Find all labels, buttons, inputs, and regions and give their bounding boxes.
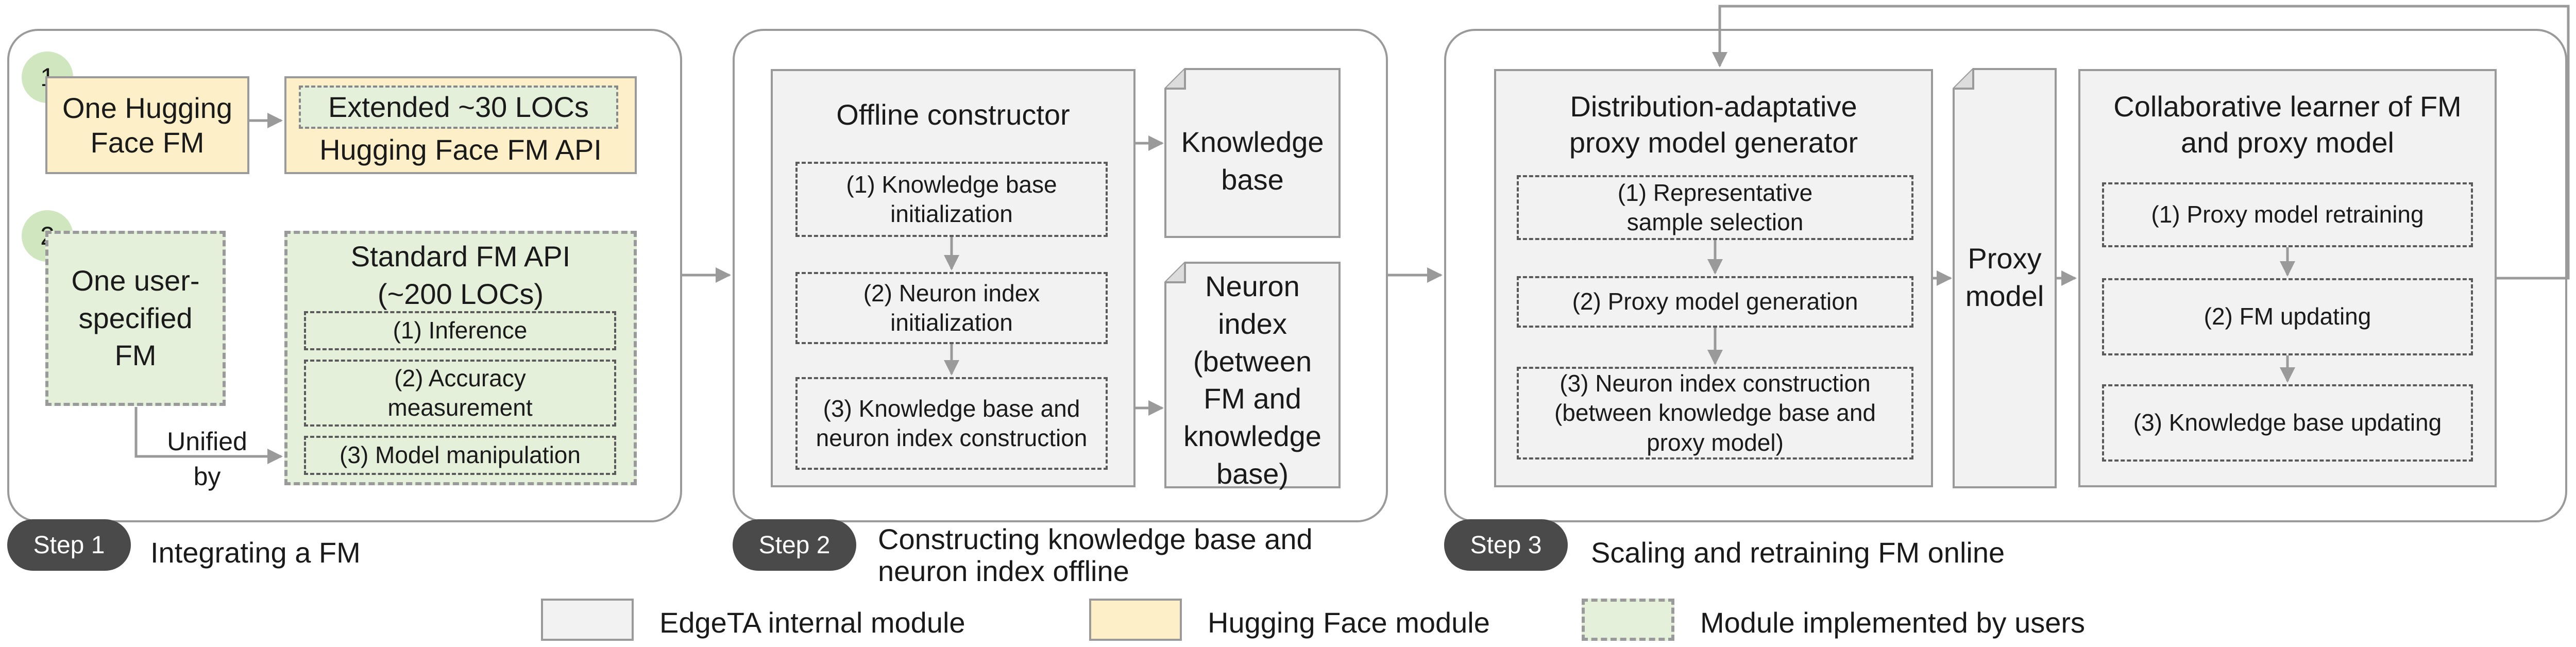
step3-pill: Step 3 (1444, 519, 1568, 571)
neuron-index-init-item: (2) Neuron index initialization (795, 272, 1108, 344)
unified-by-label: Unified by (167, 427, 247, 491)
model-manipulation-item: (3) Model manipulation (304, 436, 616, 475)
proxy-generation-item: (2) Proxy model generation (1517, 276, 1913, 328)
user-specified-fm-label: One user-specified FM (71, 264, 200, 372)
sample-selection-item: (1) Representative sample selection (1517, 175, 1913, 240)
step1-pill: Step 1 (7, 519, 131, 571)
step2-title: Constructing knowledge base and neuron i… (878, 523, 1313, 587)
legend-user-label: Module implemented by users (1700, 606, 2086, 639)
inference-item: (1) Inference (304, 311, 616, 350)
extended-locs-box: Extended ~30 LOCs (299, 86, 618, 129)
fm-updating-item: (2) FM updating (2102, 278, 2473, 355)
knowledge-base-init-item: (1) Knowledge base initialization (795, 162, 1108, 237)
legend-huggingface-label: Hugging Face module (1208, 606, 1490, 639)
kb-neuron-index-construction-item: (3) Knowledge base and neuron index cons… (795, 377, 1108, 470)
proxy-model-doc: Proxy model (1965, 242, 2044, 312)
step1-title: Integrating a FM (150, 536, 361, 569)
legend-internal-swatch (541, 599, 634, 641)
neuron-index-doc: Neuron index (between FM and knowledge b… (1183, 270, 1321, 490)
offline-constructor-title: Offline constructor (836, 98, 1070, 131)
hugging-face-fm-box: One Hugging Face FM (45, 76, 249, 174)
collaborative-learner-title: Collaborative learner of FM and proxy mo… (2113, 90, 2462, 159)
legend-user-swatch (1582, 599, 1674, 641)
standard-fm-api-box (284, 231, 637, 485)
hugging-face-api-label: Hugging Face FM API (319, 133, 602, 166)
kb-updating-item: (3) Knowledge base updating (2102, 384, 2473, 462)
legend-internal-label: EdgeTA internal module (659, 606, 965, 639)
neuron-index-construction-item: (3) Neuron index construction (between k… (1517, 367, 1913, 459)
accuracy-measurement-item: (2) Accuracy measurement (304, 360, 616, 427)
proxy-generator-box (1494, 69, 1933, 487)
step2-pill: Step 2 (733, 519, 856, 571)
knowledge-base-doc: Knowledge base (1181, 126, 1324, 196)
proxy-generator-title: Distribution-adaptative proxy model gene… (1569, 90, 1858, 159)
offline-constructor-box (771, 69, 1136, 487)
user-specified-fm-box: One user-specified FM (45, 231, 226, 406)
proxy-retraining-item: (1) Proxy model retraining (2102, 182, 2473, 247)
legend-huggingface-swatch (1089, 599, 1182, 641)
step3-title: Scaling and retraining FM online (1591, 536, 2005, 569)
standard-fm-api-title: Standard FM API (~200 LOCs) (350, 240, 571, 310)
